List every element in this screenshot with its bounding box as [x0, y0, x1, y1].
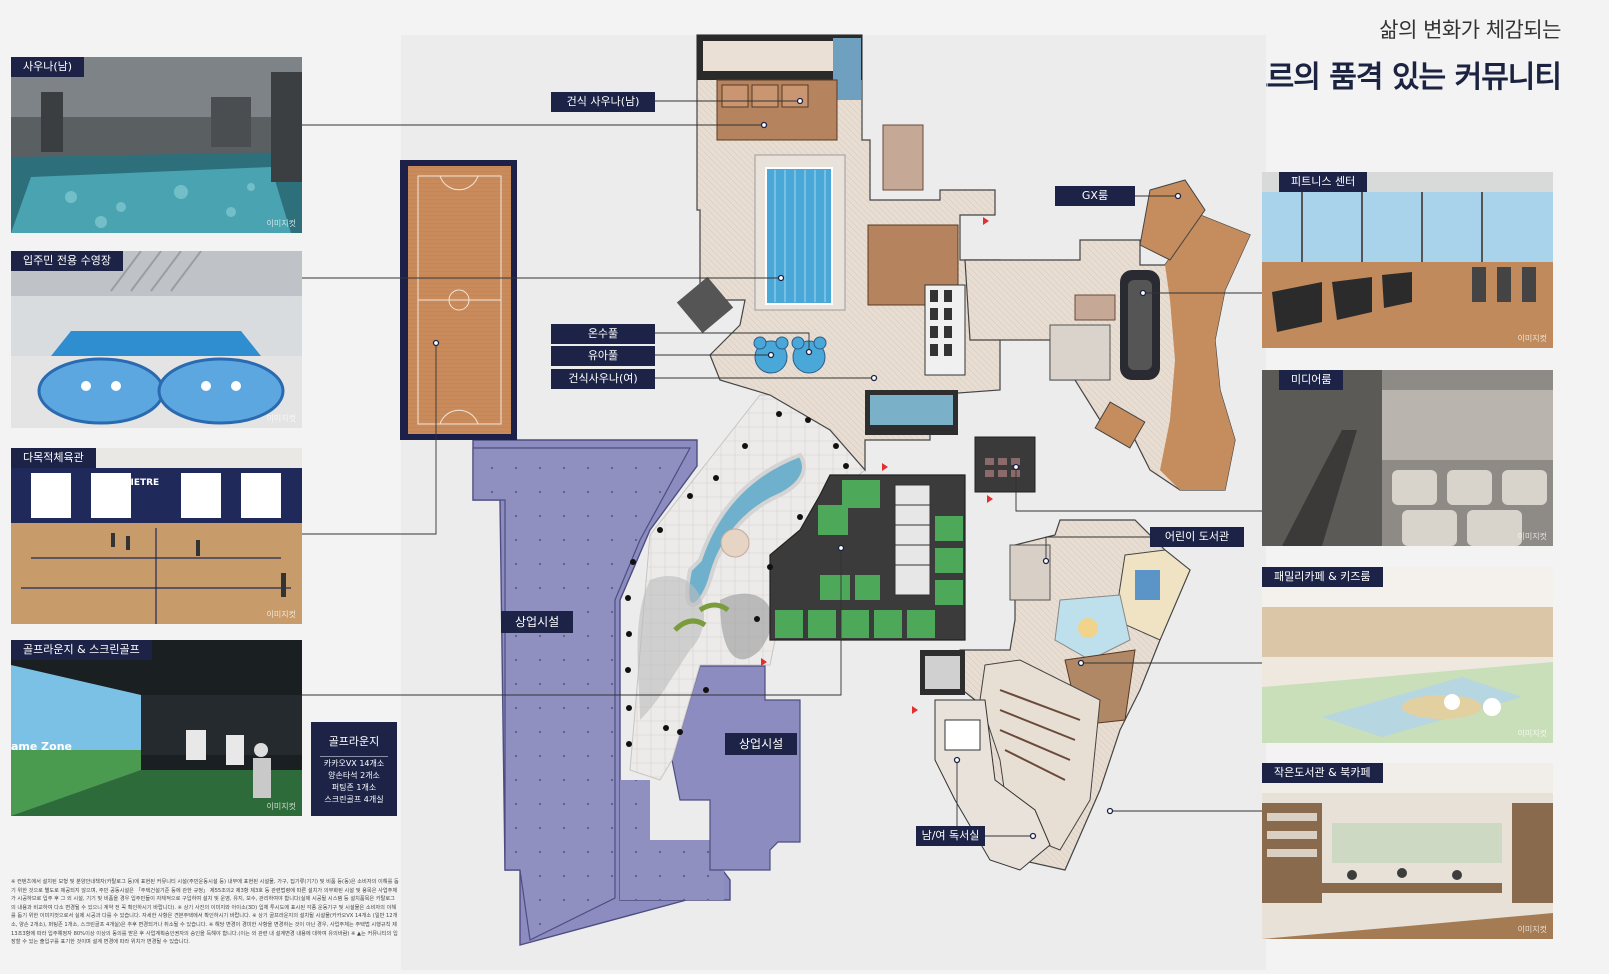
label-golf-lounge: 골프라운지 & 스크린골프 — [11, 640, 152, 660]
label-family-cafe: 패밀리카페 & 키즈룸 — [1262, 567, 1383, 587]
disclaimer-text: ※ 컨텐츠에서 설치된 모형 및 분양안내책자(카탈로그 등)에 표현된 커뮤니… — [11, 879, 399, 946]
heading-subtitle: 삶의 변화가 체감되는 — [1379, 18, 1561, 42]
image-note: 이미지컷 — [1517, 729, 1547, 738]
golf-screen-text: ame Zone — [11, 740, 72, 753]
photo-small-library: 이미지컷 — [1262, 763, 1553, 939]
main-pool — [765, 167, 833, 305]
golf-info-line: 스크린골프 4개실 — [324, 795, 384, 804]
gx-room — [1139, 179, 1206, 261]
label-small-library: 작은도서관 & 북카페 — [1262, 763, 1383, 783]
commercial-area-2 — [671, 665, 801, 871]
map-label-commercial-2: 상업시설 — [725, 733, 798, 755]
map-label-sauna-men: 건식 사우나(남) — [551, 92, 655, 112]
golf-info-line: 퍼팅존 1개소 — [331, 783, 377, 792]
image-note: 이미지컷 — [1517, 334, 1547, 343]
label-sauna-men: 사우나(남) — [11, 57, 85, 77]
map-label-reading-room: 남/여 독서실 — [916, 826, 985, 846]
atrium-pillars — [625, 411, 849, 747]
image-note: 이미지컷 — [266, 219, 296, 228]
map-label-kids-pool: 유아풀 — [551, 346, 655, 366]
map-label-gx-room: GX룸 — [1055, 186, 1135, 206]
photo-media-room: 이미지컷 — [1262, 370, 1553, 546]
image-note: 이미지컷 — [1517, 532, 1547, 541]
image-note: 이미지컷 — [1517, 925, 1547, 934]
photo-fitness-center: 이미지컷 — [1262, 172, 1553, 348]
meeting-room — [882, 124, 924, 191]
photo-resident-pool: 이미지컷 — [11, 251, 302, 428]
image-note: 이미지컷 — [266, 610, 296, 619]
map-label-commercial-1: 상업시설 — [501, 611, 574, 633]
image-note: 이미지컷 — [266, 414, 296, 423]
label-fitness-center: 피트니스 센터 — [1279, 172, 1368, 192]
map-label-warm-pool: 온수풀 — [551, 324, 655, 344]
golf-info-line: 카카오VX 14개소 — [323, 759, 385, 768]
photo-sauna-men: 이미지컷 — [11, 57, 302, 233]
map-label-sauna-women: 건식사우나(여) — [551, 369, 655, 389]
leader-lines — [302, 100, 1262, 837]
photo-golf-lounge: ame Zone 이미지컷 — [11, 640, 302, 816]
commercial-area-1 — [472, 447, 692, 941]
golf-lounge-info: 골프라운지 카카오VX 14개소 양손타석 2개소 퍼팅존 1개소 스크린골프 … — [311, 722, 397, 816]
label-resident-pool: 입주민 전용 수영장 — [11, 251, 123, 271]
fitness-wood-floor — [1160, 215, 1250, 490]
label-gymnasium: 다목적체육관 — [11, 448, 96, 468]
golf-info-title: 골프라운지 — [320, 733, 388, 757]
photo-gymnasium: DIETRE 이미지컷 — [11, 448, 302, 624]
map-label-kids-library: 어린이 도서관 — [1150, 527, 1244, 547]
commercial-dots-west — [620, 600, 724, 900]
golf-info-line: 양손타석 2개소 — [328, 771, 380, 780]
image-note: 이미지컷 — [266, 802, 296, 811]
gym-banner: DIETRE — [123, 478, 160, 488]
leader-dots — [432, 97, 1182, 840]
photo-family-cafe: 이미지컷 — [1262, 567, 1553, 743]
label-media-room: 미디어룸 — [1279, 370, 1344, 390]
